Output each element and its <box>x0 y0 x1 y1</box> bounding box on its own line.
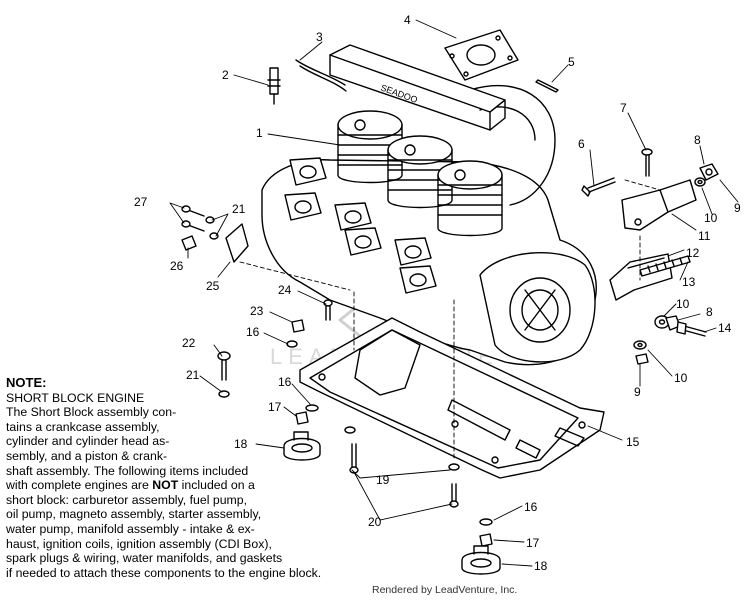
note-line: haust, ignition coils, ignition assembly… <box>6 536 272 551</box>
assembly-guide-lines <box>239 179 661 461</box>
callout-26: 26 <box>170 259 184 273</box>
engine-bracket-rear[interactable] <box>609 253 673 301</box>
washer-21b[interactable] <box>218 390 230 398</box>
callout-25: 25 <box>206 279 220 293</box>
bolts-27[interactable] <box>181 205 205 232</box>
note-line: cylinder and cylinder head as- <box>6 434 170 449</box>
bolt-24[interactable] <box>323 299 333 321</box>
callout-22: 22 <box>182 336 196 350</box>
callout-2: 2 <box>222 68 229 82</box>
callout-17a: 17 <box>268 400 282 414</box>
bolt-6[interactable] <box>581 177 616 197</box>
callout-15: 15 <box>626 435 640 449</box>
washer-19[interactable] <box>344 426 460 471</box>
engine-bracket-front[interactable] <box>621 179 697 231</box>
svg-text:SEADOO: SEADOO <box>379 82 419 105</box>
note-line: if needed to attach these components to … <box>6 565 322 580</box>
intake-ports <box>284 157 437 294</box>
cylinder-head-gasket[interactable] <box>444 29 519 81</box>
nut-9b[interactable] <box>635 353 649 365</box>
callout-1: 1 <box>256 126 263 140</box>
engine-mount-plate[interactable] <box>299 317 605 479</box>
note-line: short block: carburetor assembly, fuel p… <box>6 492 248 507</box>
callout-18b: 18 <box>534 559 548 573</box>
note-text: included on a <box>178 478 255 493</box>
engine-short-block[interactable]: SEADOO <box>261 44 597 366</box>
note-text: with complete engines are <box>6 478 153 493</box>
callout-10b: 10 <box>676 297 690 311</box>
bracket-25[interactable] <box>225 223 249 263</box>
note-line: oil pump, magneto assembly, starter asse… <box>6 507 262 522</box>
nut-17a[interactable] <box>295 411 309 425</box>
bolt-22[interactable] <box>217 351 231 381</box>
callout-21b: 21 <box>186 368 200 382</box>
spark-plug-wire[interactable] <box>295 59 347 92</box>
nut-17b[interactable] <box>479 533 493 547</box>
callout-23: 23 <box>250 304 264 318</box>
callout-12: 12 <box>686 246 700 260</box>
nut-8a[interactable] <box>699 163 719 181</box>
callout-13: 13 <box>682 275 696 289</box>
cylinder-3 <box>437 160 503 237</box>
note-line: shaft assembly. The following items incl… <box>6 463 249 478</box>
bolt-14[interactable] <box>676 321 707 337</box>
cylinder-2 <box>387 135 453 209</box>
callout-21a: 21 <box>232 202 246 216</box>
callout-14: 14 <box>718 321 732 335</box>
callout-24: 24 <box>278 283 292 297</box>
note-line: sembly, and a piston & crank- <box>6 448 168 463</box>
note-line: tains a crankcase assembly, <box>6 419 160 434</box>
callout-20: 20 <box>368 515 382 529</box>
rubber-mount-18b[interactable] <box>461 545 501 575</box>
note-emphasis: NOT <box>152 478 179 493</box>
callout-leader-lines <box>169 19 739 567</box>
callout-10c: 10 <box>674 371 688 385</box>
callouts: 1 2 3 4 5 6 7 8 8 9 9 10 10 10 11 12 13 … <box>134 13 741 573</box>
callout-18a: 18 <box>234 437 248 451</box>
gasket-strip[interactable] <box>535 79 559 93</box>
washer-10c[interactable] <box>633 340 647 350</box>
callout-11: 11 <box>698 229 711 243</box>
callout-8a: 8 <box>694 133 701 147</box>
callout-16a: 16 <box>246 325 260 339</box>
note-line: The Short Block assembly con- <box>6 405 177 420</box>
callout-5: 5 <box>568 55 575 69</box>
callout-7: 7 <box>620 101 627 115</box>
callout-8b: 8 <box>706 305 713 319</box>
washer-16a[interactable] <box>286 340 298 348</box>
cylinder-1 <box>337 110 403 184</box>
short-block-note: NOTE: SHORT BLOCK ENGINE The Short Block… <box>6 375 378 580</box>
note-line-emphasis: with complete engines are NOT included o… <box>6 478 378 493</box>
callout-9a: 9 <box>734 201 741 215</box>
washers-21[interactable] <box>205 216 219 240</box>
render-credit: Rendered by LeadVenture, Inc. <box>372 584 518 596</box>
callout-4: 4 <box>404 13 411 27</box>
nuts-26[interactable] <box>181 235 197 251</box>
bolt-7[interactable] <box>641 148 653 177</box>
callout-9b: 9 <box>634 385 641 399</box>
rubber-mount-18a[interactable] <box>283 431 321 461</box>
note-line: water pump, manifold assembly - intake &… <box>6 521 255 536</box>
note-line: spark plugs & wiring, water manifolds, a… <box>6 551 283 566</box>
note-line: SHORT BLOCK ENGINE <box>6 390 145 405</box>
callout-10a: 10 <box>704 211 718 225</box>
rubber-strip[interactable] <box>639 255 691 277</box>
callout-16c: 16 <box>524 500 538 514</box>
washer-16c[interactable] <box>479 518 493 526</box>
washer-16b[interactable] <box>305 404 319 412</box>
callout-27: 27 <box>134 195 148 209</box>
magneto-housing <box>479 251 596 363</box>
callout-17b: 17 <box>526 536 540 550</box>
callout-19: 19 <box>376 473 390 487</box>
washer-10a[interactable] <box>694 177 706 187</box>
callout-3: 3 <box>316 30 323 44</box>
callout-6: 6 <box>578 137 585 151</box>
callout-16b: 16 <box>278 375 292 389</box>
note-title: NOTE: <box>6 375 47 390</box>
nut-23[interactable] <box>291 319 305 333</box>
spark-plug[interactable] <box>267 67 281 105</box>
